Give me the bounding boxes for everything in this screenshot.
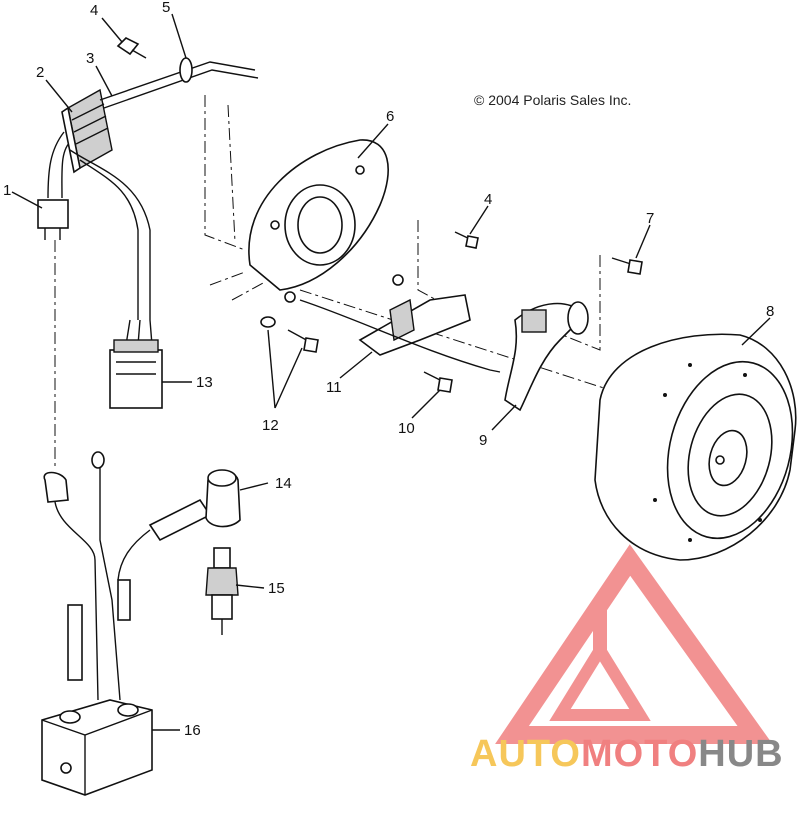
bolt-4-top xyxy=(116,37,147,59)
callout-8: 8 xyxy=(766,303,774,320)
bolt-4-right xyxy=(454,231,479,249)
plug-cap-14 xyxy=(117,469,241,581)
callout-5: 5 xyxy=(162,0,170,16)
callout-6: 6 xyxy=(386,108,394,125)
svg-text:14: 14 xyxy=(275,475,292,492)
callout-2: 2 xyxy=(36,64,44,81)
stator-plate-6 xyxy=(248,139,389,303)
svg-text:9: 9 xyxy=(479,432,487,449)
watermark-hub: HUB xyxy=(698,733,783,775)
watermark-auto: AUTO xyxy=(470,733,581,775)
callout-3: 3 xyxy=(86,50,94,67)
ignition-coil-16 xyxy=(41,451,153,796)
watermark-text: AUTOMOTOHUB xyxy=(470,733,784,775)
watermark-logo xyxy=(495,544,773,744)
leader-lines xyxy=(11,13,771,731)
copyright-notice: © 2004 Polaris Sales Inc. xyxy=(474,92,631,108)
svg-text:6: 6 xyxy=(386,108,394,125)
svg-text:3: 3 xyxy=(86,50,94,67)
screw-12 xyxy=(260,316,319,353)
callout-16: 16 xyxy=(184,722,201,739)
flywheel-8 xyxy=(594,333,797,561)
callout-4-top: 4 xyxy=(90,2,98,19)
svg-text:13: 13 xyxy=(196,374,213,391)
callout-9: 9 xyxy=(479,432,487,449)
callout-7: 7 xyxy=(646,210,654,227)
connector-1 xyxy=(37,131,73,240)
svg-text:12: 12 xyxy=(262,417,279,434)
harness-3 xyxy=(69,57,259,320)
trigger-coil-9 xyxy=(504,301,589,412)
assembly-lines xyxy=(54,95,611,470)
callout-10: 10 xyxy=(398,420,415,437)
svg-text:4: 4 xyxy=(484,191,492,208)
spark-plug-15 xyxy=(205,547,239,635)
svg-text:7: 7 xyxy=(646,210,654,227)
bolt-7 xyxy=(611,257,643,275)
svg-text:15: 15 xyxy=(268,580,285,597)
pickup-bracket-11 xyxy=(299,274,501,373)
callout-13: 13 xyxy=(196,374,213,391)
regulator-2 xyxy=(61,88,113,174)
svg-text:1: 1 xyxy=(3,182,11,199)
svg-text:5: 5 xyxy=(162,0,170,16)
svg-text:11: 11 xyxy=(326,379,342,396)
svg-text:16: 16 xyxy=(184,722,201,739)
callout-1: 1 xyxy=(3,182,11,199)
svg-text:2: 2 xyxy=(36,64,44,81)
watermark-moto: MOTO xyxy=(581,733,698,775)
callout-15: 15 xyxy=(268,580,285,597)
svg-text:8: 8 xyxy=(766,303,774,320)
callout-4-right: 4 xyxy=(484,191,492,208)
connector-13 xyxy=(109,319,163,409)
svg-text:4: 4 xyxy=(90,2,98,19)
screw-10 xyxy=(423,371,453,393)
callout-labels: 1 2 3 4 5 6 4 7 8 9 10 11 12 13 14 15 16 xyxy=(3,0,774,739)
callout-11: 11 xyxy=(326,379,342,396)
svg-text:10: 10 xyxy=(398,420,415,437)
callout-12: 12 xyxy=(262,417,279,434)
callout-14: 14 xyxy=(275,475,292,492)
